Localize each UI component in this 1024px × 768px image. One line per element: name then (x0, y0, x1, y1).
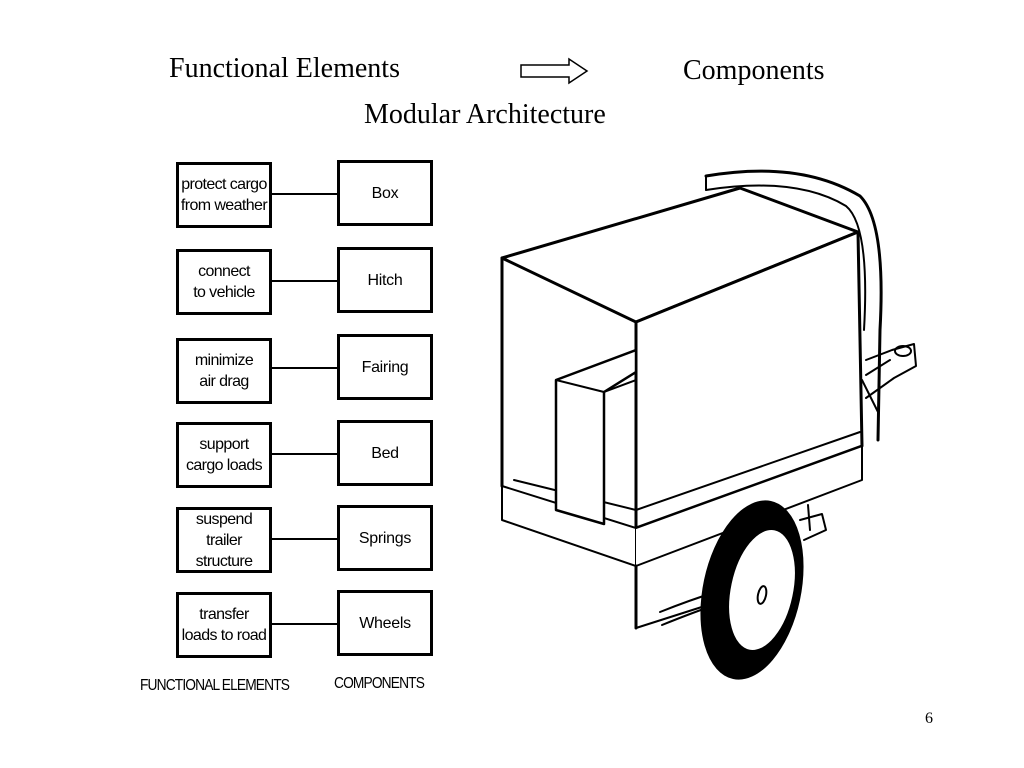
column-label-functional-elements: FUNCTIONAL ELEMENTS (140, 677, 290, 694)
column-label-components: COMPONENTS (334, 675, 425, 692)
connector-line (272, 367, 337, 369)
connector-line (272, 280, 337, 282)
function-box-suspend-structure: suspend trailer structure (176, 507, 272, 573)
component-box-fairing: Fairing (337, 334, 433, 400)
component-box-hitch: Hitch (337, 247, 433, 313)
connector-line (272, 538, 337, 540)
heading-components: Components (683, 55, 825, 86)
connector-line (272, 453, 337, 455)
function-box-protect-cargo: protect cargo from weather (176, 162, 272, 228)
component-box-springs: Springs (337, 505, 433, 571)
heading-functional-elements: Functional Elements (169, 53, 400, 84)
component-box-box: Box (337, 160, 433, 226)
heading-modular-architecture: Modular Architecture (364, 99, 606, 130)
function-box-connect-vehicle: connect to vehicle (176, 249, 272, 315)
function-box-support-loads: support cargo loads (176, 422, 272, 488)
component-box-bed: Bed (337, 420, 433, 486)
trailer-illustration (500, 169, 917, 680)
arrow-right-icon (520, 57, 589, 85)
function-box-minimize-drag: minimize air drag (176, 338, 272, 404)
connector-line (272, 193, 337, 195)
component-box-wheels: Wheels (337, 590, 433, 656)
function-box-transfer-loads: transfer loads to road (176, 592, 272, 658)
page-number: 6 (925, 710, 933, 727)
connector-line (272, 623, 337, 625)
